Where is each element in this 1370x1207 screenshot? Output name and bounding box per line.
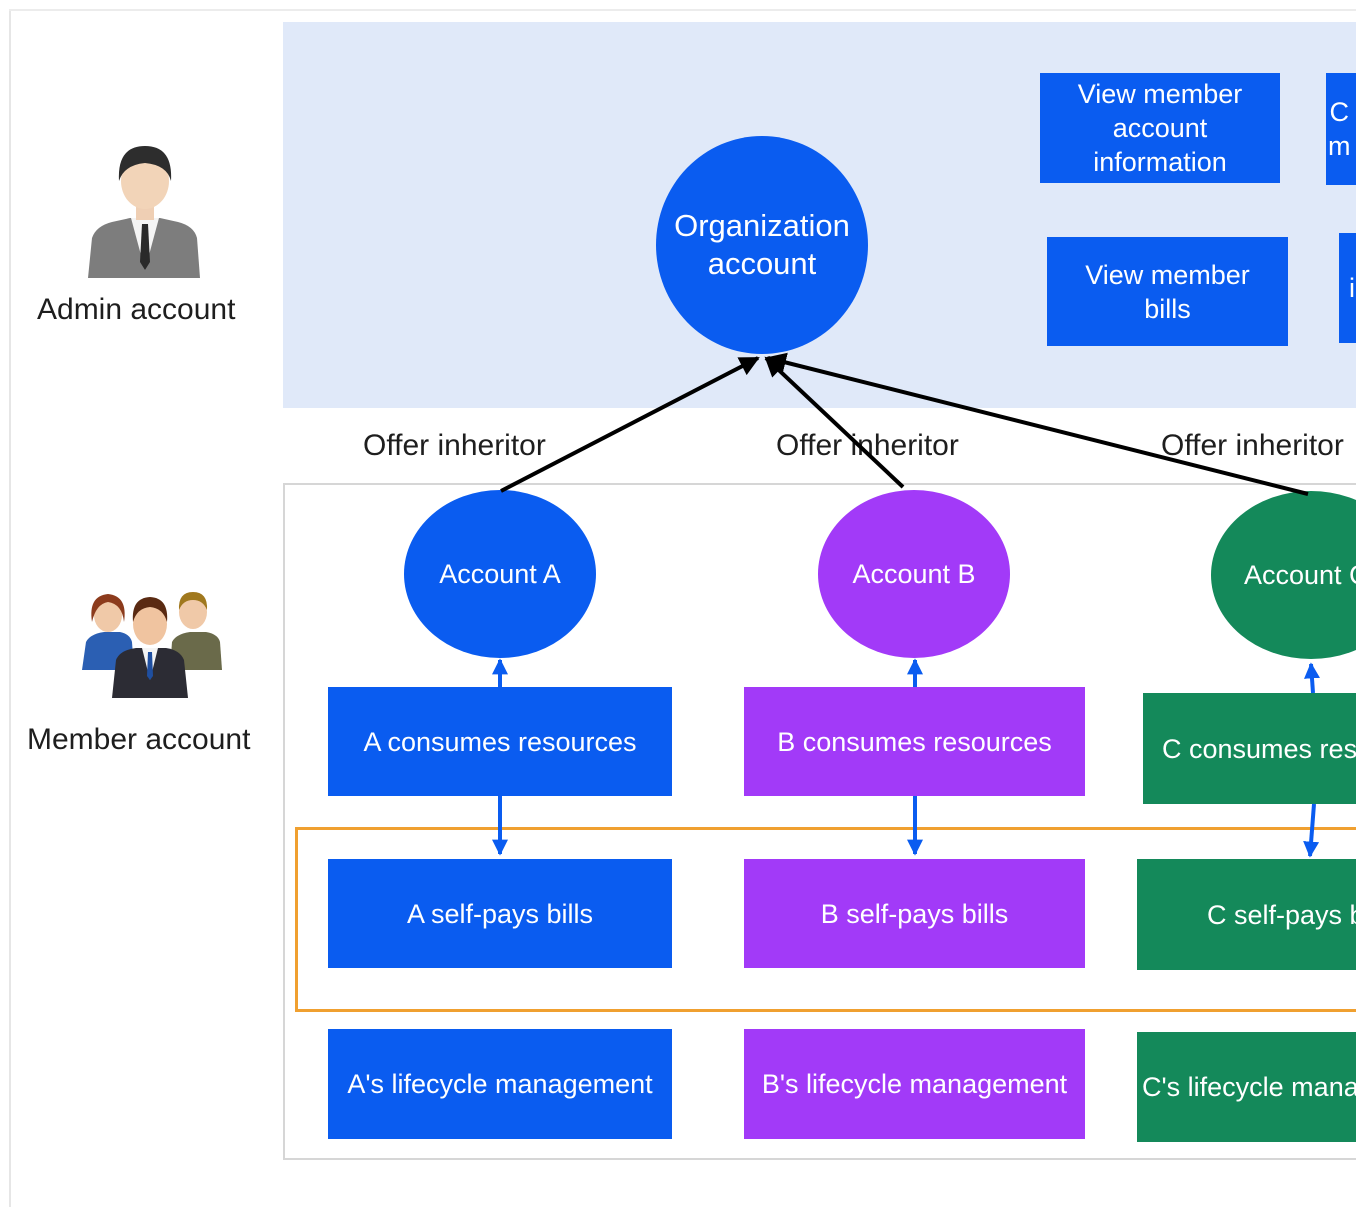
c-self-pays-label: C self-pays bills xyxy=(1207,899,1356,930)
partial-action-box-bottom: i xyxy=(1339,233,1356,343)
c-consumes-box: C consumes resources xyxy=(1143,693,1356,804)
a-consumes-box: A consumes resources xyxy=(328,687,672,796)
c-self-pays-box: C self-pays bills xyxy=(1137,859,1356,970)
admin-person-icon xyxy=(88,146,200,278)
org-label-line1: Organization xyxy=(674,208,850,243)
c-lifecycle-label: C's lifecycle management xyxy=(1142,1072,1356,1102)
member-group-icon xyxy=(82,592,222,698)
b-lifecycle-label: B's lifecycle management xyxy=(761,1069,1068,1099)
partial-action-label-top: C m xyxy=(1328,97,1351,161)
view-member-bills-label: View member bills xyxy=(1085,259,1250,324)
b-consumes-label: B consumes resources xyxy=(777,726,1052,757)
b-self-pays-box: B self-pays bills xyxy=(744,859,1085,968)
view-member-bills-box: View member bills xyxy=(1047,237,1288,346)
account-b-label: Account B xyxy=(852,558,976,589)
organization-account-node: Organization account xyxy=(656,136,868,354)
b-consumes-box: B consumes resources xyxy=(744,687,1085,796)
frame-top-edge xyxy=(9,9,1356,11)
account-a-node: Account A xyxy=(404,490,596,658)
a-self-pays-box: A self-pays bills xyxy=(328,859,672,968)
member-account-label: Member account xyxy=(27,723,251,756)
offer-inheritor-label-b: Offer inheritor xyxy=(776,429,959,462)
self-pay-highlight-box xyxy=(295,827,1356,1012)
a-consumes-label: A consumes resources xyxy=(363,726,637,757)
view-member-info-label: View member account information xyxy=(1077,79,1243,177)
account-b-node: Account B xyxy=(818,490,1010,658)
partial-action-label-bottom: i xyxy=(1349,273,1355,303)
org-label-line2: account xyxy=(707,246,817,281)
a-self-pays-label: A self-pays bills xyxy=(406,898,594,929)
a-lifecycle-label: A's lifecycle management xyxy=(347,1069,653,1099)
partial-action-box-top: C m xyxy=(1326,73,1356,185)
admin-account-label: Admin account xyxy=(37,293,236,326)
account-c-label: Account C xyxy=(1244,559,1356,590)
c-lifecycle-box: C's lifecycle management xyxy=(1137,1032,1356,1142)
a-lifecycle-box: A's lifecycle management xyxy=(328,1029,672,1139)
frame-left-edge xyxy=(9,9,11,1207)
offer-inheritor-label-a: Offer inheritor xyxy=(363,429,546,462)
view-member-info-box: View member account information xyxy=(1040,73,1280,183)
c-consumes-label: C consumes resources xyxy=(1162,733,1356,764)
offer-inheritor-label-c: Offer inheritor xyxy=(1161,429,1344,462)
b-lifecycle-box: B's lifecycle management xyxy=(744,1029,1085,1139)
b-self-pays-label: B self-pays bills xyxy=(820,898,1009,929)
account-a-label: Account A xyxy=(439,558,561,589)
